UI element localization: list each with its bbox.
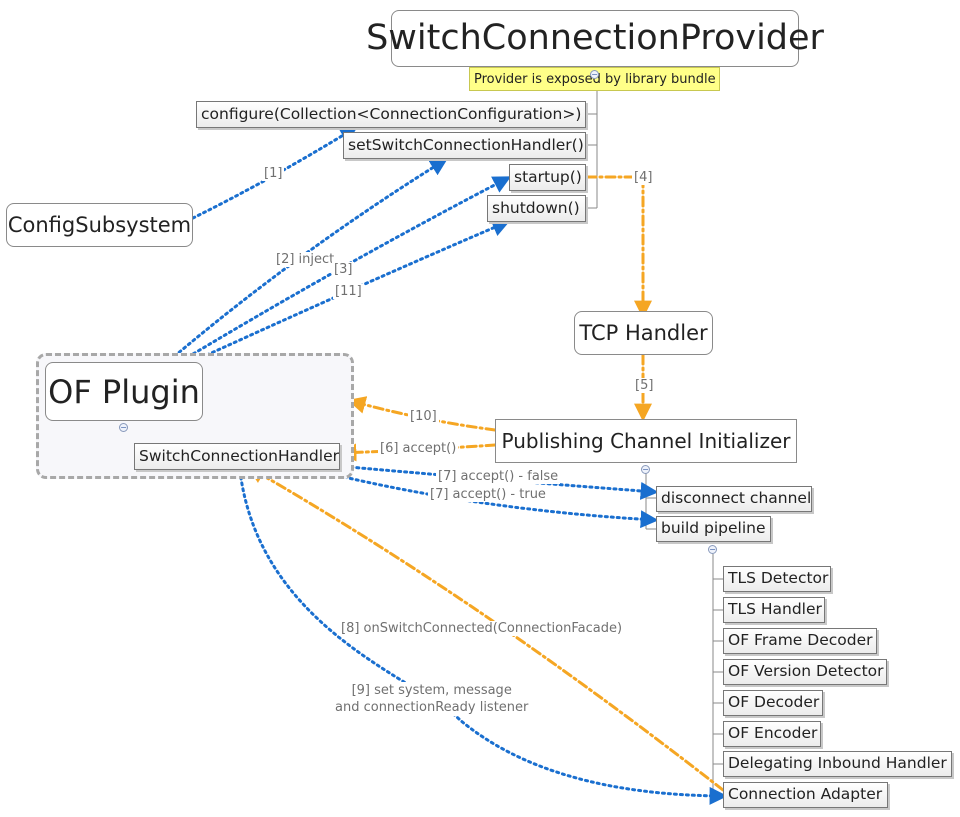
edge-label-9-line2: and connectionReady listener xyxy=(335,700,529,715)
configure-node[interactable]: configure(Collection<ConnectionConfigura… xyxy=(196,101,586,128)
edge-7-true xyxy=(325,471,659,529)
edge-label-8: [8] onSwitchConnected(ConnectionFacade) xyxy=(339,621,625,636)
edge-label-11: [11] xyxy=(333,284,364,299)
switch-connection-handler-node[interactable]: SwitchConnectionHandler xyxy=(134,443,340,470)
edge-label-7-false: [7] accept() - false xyxy=(436,469,561,484)
edge-label-2: [2] inject xyxy=(274,252,337,267)
config-subsystem-node[interactable]: ConfigSubsystem xyxy=(6,203,193,247)
of-plugin-node[interactable]: OF Plugin xyxy=(45,362,203,421)
blue-dotted-arrows xyxy=(168,126,728,805)
collapse-provider-icon[interactable]: − xyxy=(590,70,599,79)
pipeline-item[interactable]: TLS Detector xyxy=(723,566,831,592)
pipeline-item[interactable]: OF Decoder xyxy=(723,690,823,716)
pipeline-item[interactable]: Delegating Inbound Handler xyxy=(723,751,952,777)
edge-8 xyxy=(246,466,725,792)
pipeline-item[interactable]: TLS Handler xyxy=(723,597,825,623)
edge-label-3: [3] xyxy=(332,262,355,277)
publishing-channel-initializer-node[interactable]: Publishing Channel Initializer xyxy=(495,419,797,463)
edge-3 xyxy=(181,176,512,362)
edge-label-1: [1] xyxy=(262,166,285,181)
edge-9 xyxy=(238,469,728,805)
edge-7-false xyxy=(325,463,659,500)
edge-label-9: [9] set system, message and connectionRe… xyxy=(332,682,532,716)
pipeline-item[interactable]: Connection Adapter xyxy=(723,782,888,808)
collapse-pipeline-icon[interactable]: − xyxy=(708,545,717,554)
switch-connection-provider-node[interactable]: SwitchConnectionProvider xyxy=(366,10,824,67)
tcp-handler-node[interactable]: TCP Handler xyxy=(574,311,713,355)
edge-label-9-line1: [9] set system, message xyxy=(351,683,512,698)
collapse-initializer-icon[interactable]: − xyxy=(641,465,650,474)
set-switch-connection-handler-node[interactable]: setSwitchConnectionHandler() xyxy=(343,132,586,159)
edge-4 xyxy=(585,175,652,319)
pipeline-item[interactable]: OF Encoder xyxy=(723,721,821,747)
pipeline-item[interactable]: OF Version Detector xyxy=(723,659,887,685)
edge-label-10: [10] xyxy=(408,409,439,424)
startup-node[interactable]: startup() xyxy=(509,164,586,191)
edge-label-7-true: [7] accept() - true xyxy=(428,487,548,502)
edge-label-6: [6] accept() xyxy=(378,441,459,456)
pipeline-item[interactable]: OF Frame Decoder xyxy=(723,628,877,654)
disconnect-channel-node[interactable]: disconnect channel xyxy=(656,486,812,512)
edge-label-5: [5] xyxy=(633,378,656,393)
collapse-of-plugin-icon[interactable]: − xyxy=(119,423,128,432)
edge-label-4: [4] xyxy=(632,170,655,185)
shutdown-node[interactable]: shutdown() xyxy=(487,195,586,222)
pipeline-tree-lines xyxy=(712,554,723,796)
build-pipeline-node[interactable]: build pipeline xyxy=(656,516,771,542)
